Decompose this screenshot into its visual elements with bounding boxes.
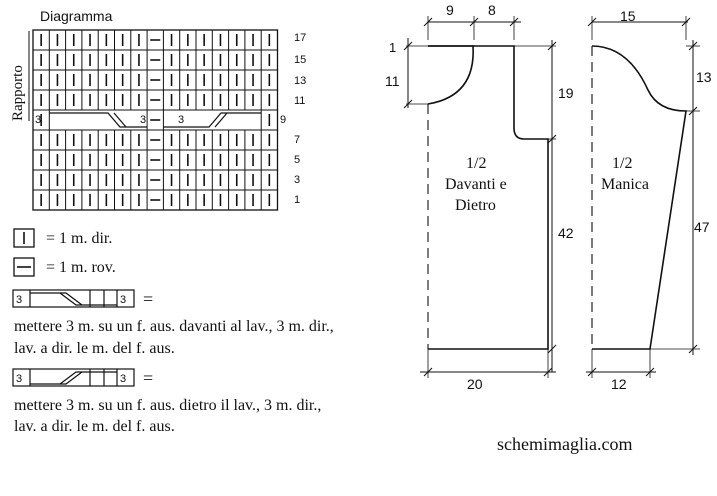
- armhole-dim: 19: [558, 85, 574, 101]
- sleeve-label-name: Manica: [601, 176, 649, 193]
- body-label-fraction: 1/2: [466, 155, 486, 172]
- site-watermark: schemimaglia.com: [497, 434, 632, 454]
- row-number: 7: [294, 134, 300, 146]
- side-dim: 42: [558, 225, 574, 241]
- neck-width-dim: 9: [446, 2, 454, 18]
- cable-back-count: 3: [120, 373, 126, 385]
- neck-small-dim: 1: [389, 40, 396, 55]
- cable-back-desc-line1: mettere 3 m. su un f. aus. dietro il lav…: [14, 397, 321, 414]
- row-number: 11: [294, 95, 305, 107]
- purl-legend-text: = 1 m. rov.: [46, 259, 116, 276]
- cable-back-stitch: [163, 112, 262, 128]
- row-number: 9: [280, 114, 286, 126]
- sleeve-piece: [586, 16, 700, 378]
- legend-knit: = 1 m. dir.: [13, 228, 112, 248]
- cable-front-count: 3: [16, 294, 22, 306]
- sleeve-cuff-dim: 12: [611, 376, 627, 392]
- row-number: 17: [294, 32, 306, 44]
- cable-front-desc-line2: lav. a dir. le m. del f. aus.: [14, 340, 175, 357]
- sleeve-cap-dim: 13: [696, 69, 712, 85]
- cable-count-label: 3: [140, 114, 146, 126]
- cable-back-count: 3: [16, 373, 22, 385]
- cable-back-desc-line2: lav. a dir. le m. del f. aus.: [14, 418, 175, 435]
- cable-front-stitch: [49, 112, 148, 128]
- row-number: 3: [294, 174, 300, 186]
- cable-front-symbol: 3 3: [12, 289, 135, 308]
- row-numbers: 17 15 13 11 9 7 5 3 1: [280, 32, 306, 206]
- bottom-dim: 20: [467, 376, 483, 392]
- cable-count-label: 3: [35, 114, 41, 126]
- knit-legend-text: = 1 m. dir.: [46, 230, 112, 247]
- row-number: 13: [294, 75, 306, 87]
- shoulder-dim: 8: [488, 2, 496, 18]
- sleeve-length-dim: 47: [694, 219, 710, 235]
- chart-title: Diagramma: [40, 8, 113, 24]
- body-label-line3: Dietro: [455, 197, 496, 214]
- cable-back-equals: =: [143, 368, 153, 388]
- legend-purl: = 1 m. rov.: [13, 257, 116, 277]
- cable-count-label: 3: [178, 114, 184, 126]
- stitch-chart-grid: [32, 29, 279, 211]
- cable-back-symbol: 3 3: [12, 368, 135, 387]
- cable-front-stitch: [113, 112, 127, 128]
- body-label-line2: Davanti e: [445, 176, 507, 193]
- cable-front-count: 3: [120, 294, 126, 306]
- row-number: 5: [294, 154, 300, 166]
- cable-back-stitch: [214, 112, 228, 128]
- row-number: 15: [294, 54, 306, 66]
- sleeve-top-dim: 15: [620, 8, 636, 24]
- sleeve-label-fraction: 1/2: [612, 155, 632, 172]
- rapporto-label: Rapporto: [10, 65, 26, 121]
- body-piece: [403, 16, 557, 378]
- cable-front-equals: =: [143, 289, 153, 309]
- row-number: 1: [294, 194, 300, 206]
- neck-depth-dim: 11: [385, 73, 400, 89]
- cable-front-desc-line1: mettere 3 m. su un f. aus. davanti al la…: [14, 318, 334, 335]
